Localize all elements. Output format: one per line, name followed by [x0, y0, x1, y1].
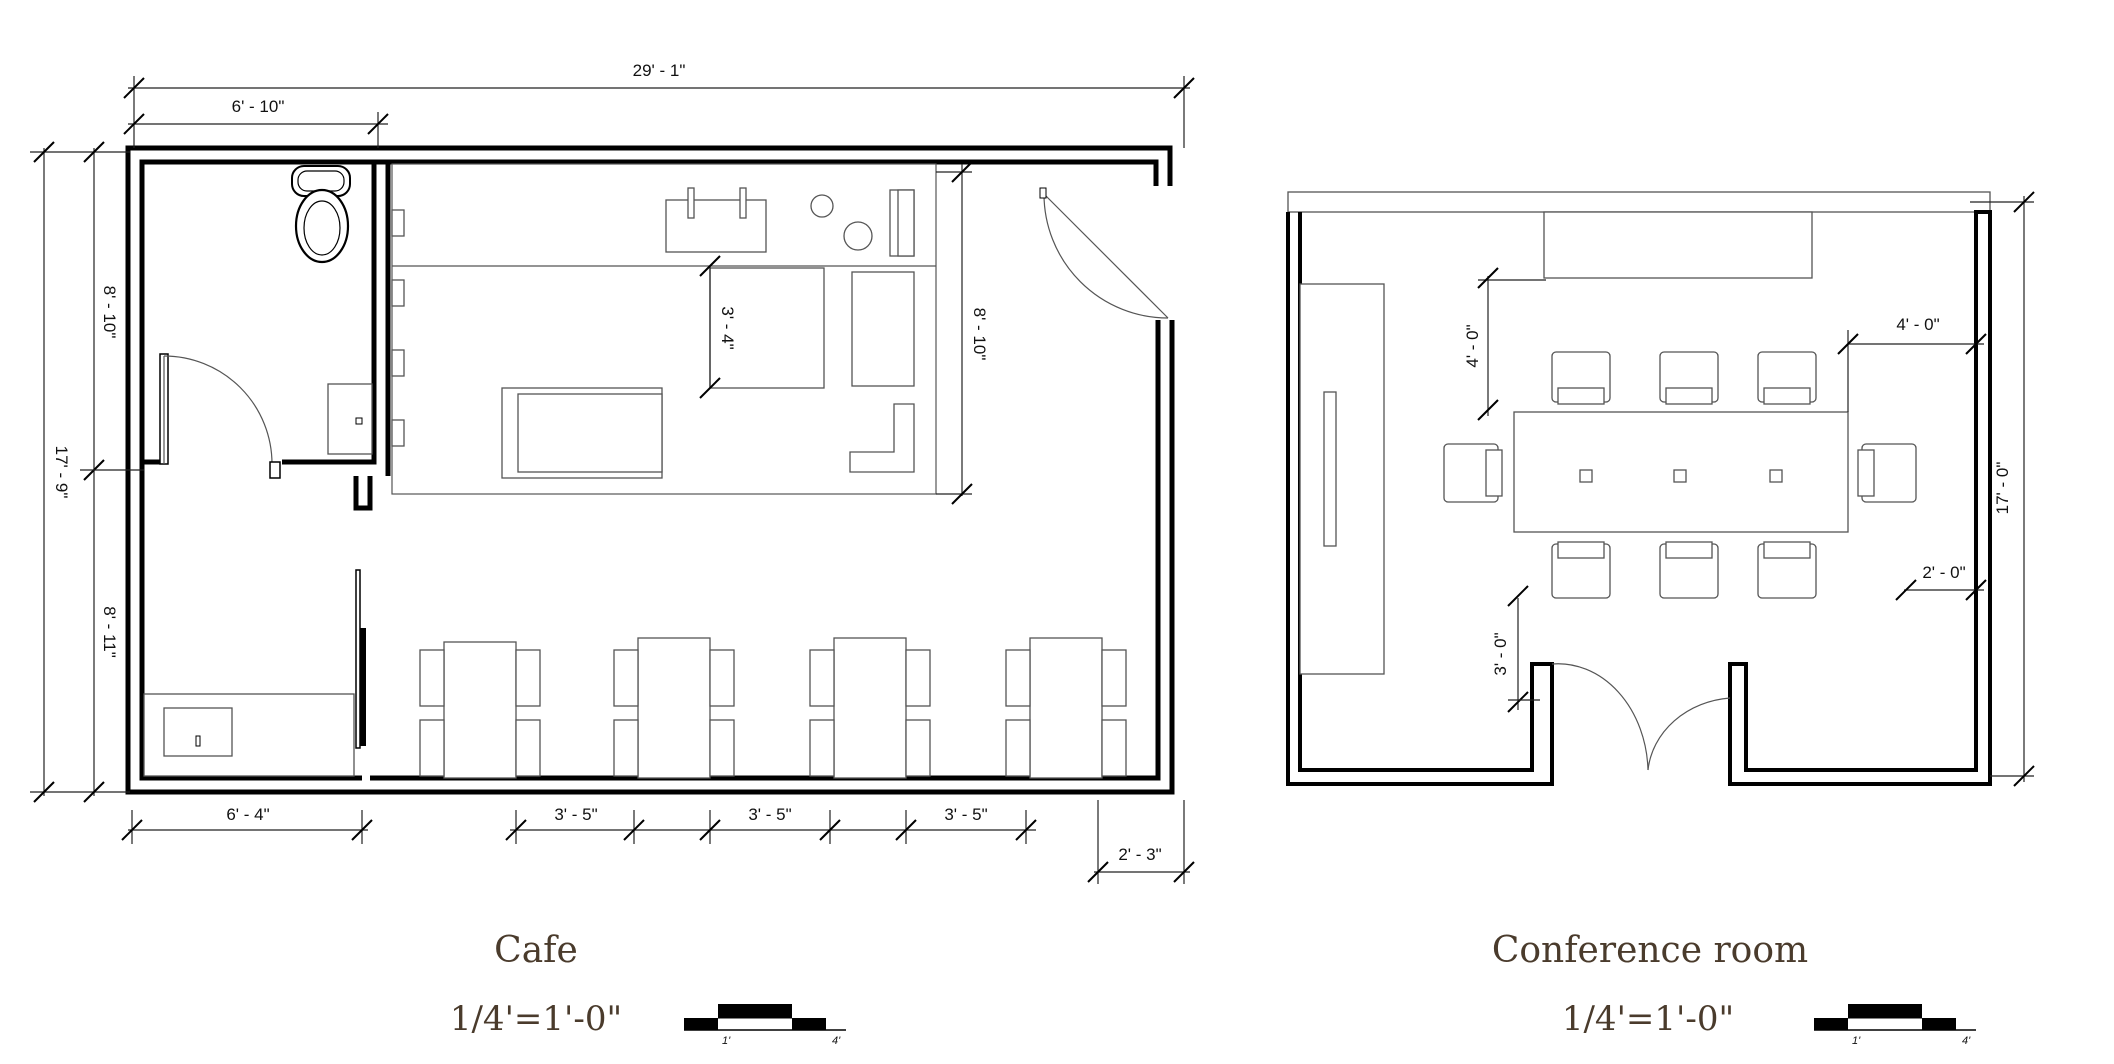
- conf-dim-side-clearance: 4' - 0": [1896, 315, 1939, 334]
- dining-table-3: [809, 637, 931, 779]
- conf-dim-chair-clearance-top: 4' - 0": [1463, 324, 1482, 367]
- chair-top-2: [1659, 351, 1719, 405]
- chair-bottom-2: [1659, 541, 1719, 599]
- dim-restroom-width: 6' - 10": [232, 97, 285, 116]
- chair-left: [1443, 443, 1503, 503]
- chair-top-1: [1551, 351, 1611, 405]
- side-cabinet: [1299, 283, 1385, 675]
- conference-dimension-lines: [1477, 191, 2035, 787]
- sink-icon: [327, 383, 373, 455]
- conference-scale-tick-4: 4': [1962, 1035, 1971, 1047]
- entrance-door: [1039, 187, 1169, 319]
- lounge-area: [391, 163, 937, 495]
- conference-table: [1513, 411, 1849, 533]
- dim-kitchen-width: 6' - 4": [226, 805, 269, 824]
- dim-spacing-2: 3' - 5": [748, 805, 791, 824]
- dim-overall-width: 29' - 1": [633, 61, 686, 80]
- conference-walls: [1286, 191, 1992, 786]
- cafe-title: Cafe: [494, 930, 578, 971]
- kitchen-counter: [143, 693, 355, 777]
- chair-bottom-1: [1551, 541, 1611, 599]
- wall-screen: [1543, 211, 1813, 279]
- dim-spacing-3: 3' - 5": [944, 805, 987, 824]
- toilet-icon: [291, 165, 351, 264]
- restroom-door: [163, 355, 281, 479]
- dim-total-height: 17' - 9": [52, 446, 71, 499]
- cafe-scale-bar: 1' 4': [684, 1004, 846, 1047]
- dim-upper-height: 8' - 10": [100, 286, 119, 339]
- cafe-scale-text: 1/4'=1'-0": [450, 999, 622, 1039]
- dining-table-4: [1005, 637, 1127, 779]
- conference-dimension-labels: 17' - 0" 4' - 0" 4' - 0" 2' - 0" 3' - 0": [1463, 315, 2012, 676]
- conference-chairs: [1443, 351, 1917, 599]
- dining-table-2: [613, 637, 735, 779]
- cafe-scale-tick-1: 1': [722, 1035, 731, 1047]
- dim-end-width: 2' - 3": [1118, 845, 1161, 864]
- dim-lounge-height: 8' - 10": [970, 308, 989, 361]
- conf-dim-end-clearance: 2' - 0": [1922, 563, 1965, 582]
- conference-scale-text: 1/4'=1'-0": [1562, 999, 1734, 1039]
- dining-table-1: [419, 641, 541, 779]
- dim-lower-height: 8' - 11": [100, 606, 119, 658]
- conf-dim-total-height: 17' - 0": [1993, 462, 2012, 515]
- cafe-dimension-lines: [30, 76, 1195, 884]
- chair-right: [1857, 443, 1917, 503]
- cafe-plan: 29' - 1" 6' - 10" 8' - 10" 17' - 9" 8' -…: [30, 61, 1195, 1047]
- chair-top-3: [1757, 351, 1817, 405]
- conference-title: Conference room: [1492, 930, 1808, 971]
- conference-scale-tick-1: 1': [1852, 1035, 1861, 1047]
- dim-counter-depth: 3' - 4": [718, 306, 737, 349]
- cafe-dimension-labels: 29' - 1" 6' - 10" 8' - 10" 17' - 9" 8' -…: [52, 61, 1162, 864]
- chair-bottom-3: [1757, 541, 1817, 599]
- conference-scale-bar: 1' 4': [1814, 1004, 1976, 1047]
- cafe-scale-tick-4: 4': [832, 1035, 841, 1047]
- dim-spacing-1: 3' - 5": [554, 805, 597, 824]
- conference-plan: 17' - 0" 4' - 0" 4' - 0" 2' - 0" 3' - 0"…: [1286, 191, 2035, 1047]
- conference-door: [1551, 663, 1731, 771]
- dining-tables: [419, 637, 1127, 779]
- conf-dim-door-clearance: 3' - 0": [1491, 632, 1510, 675]
